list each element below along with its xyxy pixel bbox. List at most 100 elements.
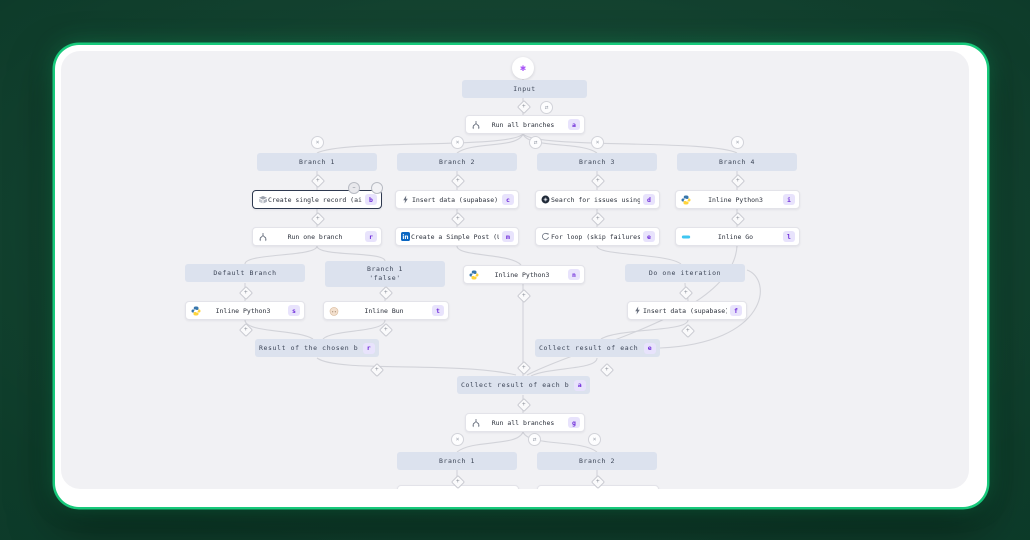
node-collect-result-iteration[interactable]: Collect result of each iterat e (535, 339, 660, 357)
node-label: Branch 1 (438, 457, 476, 465)
node-search-issues-jql[interactable]: Search for issues using JQL (... d (535, 190, 660, 209)
branch-header-bottom-2[interactable]: Branch 2 (537, 452, 657, 470)
branch-header-bottom-1[interactable]: Branch 1 (397, 452, 517, 470)
plus-icon: + (456, 478, 460, 485)
delete-branch-button[interactable]: × (451, 136, 464, 149)
plus-icon: + (456, 215, 460, 222)
node-label: Collect result of each branch (461, 381, 569, 389)
add-branch-button[interactable]: ⇄ (528, 433, 541, 446)
branch-header-2[interactable]: Branch 2 (397, 153, 517, 171)
plus-icon: + (736, 215, 740, 222)
node-sublabel: 'false' (369, 274, 401, 282)
node-insert-data-supabase-1[interactable]: Insert data (supabase) c (395, 190, 519, 209)
flow-canvas[interactable]: ✱ Input Run all branches a Branch 1 Bran… (61, 51, 969, 489)
lightning-icon (400, 195, 411, 205)
node-run-all-branches-bottom[interactable]: Run all branches g (465, 413, 585, 432)
shortcut-badge: f (730, 305, 742, 316)
node-for-loop-skip-failures[interactable]: For loop (skip failures) e (535, 227, 660, 246)
branch-split-icon (470, 120, 481, 130)
node-insert-data-supabase-loop[interactable]: Insert data (supabase) f (627, 301, 747, 320)
close-icon: × (455, 435, 460, 443)
shortcut-badge: m (502, 231, 514, 242)
loop-icon (540, 232, 551, 242)
branch-header-default[interactable]: Default Branch (185, 264, 305, 282)
plus-icon: + (605, 366, 609, 373)
shortcut-badge: r (363, 342, 375, 354)
node-label: Branch 1 (366, 264, 404, 273)
branch-header-4[interactable]: Branch 4 (677, 153, 797, 171)
node-options-handle[interactable] (371, 182, 383, 194)
node-label: Run one branch (287, 232, 343, 241)
delete-branch-button[interactable]: × (591, 136, 604, 149)
delete-branch-button[interactable]: × (451, 433, 464, 446)
node-label: Branch 3 (578, 158, 616, 166)
node-label: Search for issues using JQL (... (551, 195, 640, 204)
plus-icon: + (686, 327, 690, 334)
node-inline-python-center[interactable]: Inline Python3 n (463, 265, 585, 284)
node-label: Inline Python3 (494, 270, 550, 279)
shortcut-badge: g (568, 417, 580, 428)
node-label: Branch 1 (298, 158, 336, 166)
plus-icon: + (375, 366, 379, 373)
plus-icon: + (316, 177, 320, 184)
node-input[interactable]: Input (462, 80, 587, 98)
close-icon: × (315, 138, 320, 146)
node-run-all-branches-top[interactable]: Run all branches a (465, 115, 585, 134)
plus-icon: + (596, 215, 600, 222)
bun-icon (328, 306, 339, 316)
node-result-chosen-branch[interactable]: Result of the chosen branch r (255, 339, 379, 357)
swap-step-button[interactable]: ⇄ (540, 101, 553, 114)
node-label: Input (513, 85, 536, 93)
sparkle-icon: ✱ (519, 62, 527, 74)
plus-icon: + (316, 215, 320, 222)
node-label: Create a Simple Post (User) (... (411, 232, 499, 241)
node-label: Inline Go (717, 232, 754, 241)
lightning-icon (632, 306, 643, 316)
shortcut-badge: e (643, 231, 655, 242)
shortcut-badge: d (643, 194, 655, 205)
plus-icon: + (456, 177, 460, 184)
close-icon: × (592, 435, 597, 443)
node-label: Inline Bun (364, 306, 404, 315)
node-inline-go[interactable]: Inline Go l (675, 227, 800, 246)
branch-header-1[interactable]: Branch 1 (257, 153, 377, 171)
node-label: For loop (skip failures) (551, 232, 640, 241)
branch-header-1-false[interactable]: Branch 1 'false' (325, 261, 445, 287)
swap-icon: ⇄ (533, 138, 538, 146)
node-label: Insert data (supabase) (643, 306, 727, 315)
shortcut-badge: l (783, 231, 795, 242)
header-do-one-iteration[interactable]: Do one iteration (625, 264, 745, 282)
node-inline-bun[interactable]: Inline Bun t (323, 301, 449, 320)
delete-branch-button[interactable]: × (731, 136, 744, 149)
node-collect-result-branch[interactable]: Collect result of each branch a (457, 376, 590, 394)
plus-icon: + (522, 364, 526, 371)
node-run-one-branch[interactable]: Run one branch r (252, 227, 382, 246)
svg-text:in: in (402, 235, 408, 241)
node-label: Branch 4 (718, 158, 756, 166)
node-label: Collect result of each iterat (539, 344, 639, 352)
node-inline-python-left[interactable]: Inline Python3 s (185, 301, 305, 320)
plus-icon: + (596, 478, 600, 485)
python-icon (468, 270, 479, 280)
shortcut-badge: a (574, 379, 586, 391)
delete-branch-button[interactable]: × (588, 433, 601, 446)
plus-icon: + (684, 289, 688, 296)
swap-icon: ⇄ (544, 103, 549, 111)
shortcut-badge: n (568, 269, 580, 280)
node-label: Inline Python3 (708, 195, 763, 204)
node-create-simple-post-linkedin[interactable]: in Create a Simple Post (User) (... m (395, 227, 519, 246)
branch-header-3[interactable]: Branch 3 (537, 153, 657, 171)
add-branch-button[interactable]: ⇄ (529, 136, 542, 149)
node-drag-handle[interactable]: ⋯ (348, 182, 360, 194)
python-icon (190, 306, 201, 316)
plus-icon: + (384, 326, 388, 333)
workflow-trigger-icon[interactable]: ✱ (512, 57, 534, 79)
node-label: Insert data (supabase) (411, 195, 499, 204)
delete-branch-button[interactable]: × (311, 136, 324, 149)
node-create-single-record-airtable[interactable]: Create single record (airtable) b (252, 190, 382, 209)
airtable-icon (257, 195, 268, 205)
node-label: Branch 2 (438, 158, 476, 166)
node-inline-python-branch4[interactable]: Inline Python3 i (675, 190, 800, 209)
shortcut-badge: e (644, 342, 656, 354)
shortcut-badge: i (783, 194, 795, 205)
